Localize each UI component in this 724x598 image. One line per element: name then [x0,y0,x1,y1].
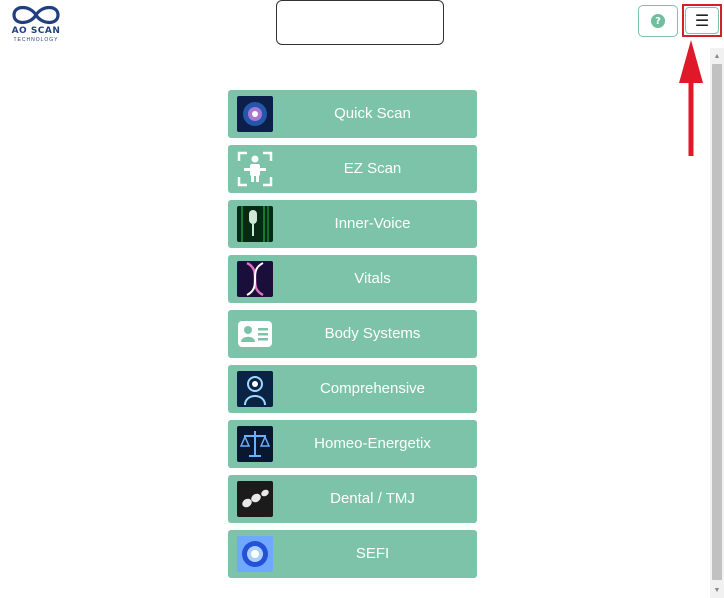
eye-icon [237,536,273,572]
header-center-box [276,0,444,45]
help-icon: ? [651,14,665,28]
ao-scan-logo[interactable]: AO SCAN TECHNOLOGY [6,2,66,44]
comprehensive-button[interactable]: Comprehensive [228,365,477,413]
scan-label: Quick Scan [334,105,411,122]
scan-label: Vitals [354,270,391,287]
scan-label: Inner-Voice [334,215,411,232]
scrollbar-thumb[interactable] [712,64,722,580]
scroll-down-icon[interactable]: ▼ [713,586,721,594]
scan-list: Quick Scan EZ Scan Inn [228,90,477,585]
body-frame-icon [237,151,273,187]
hamburger-menu-icon: ☰ [685,7,719,34]
logo-text: AO SCAN [11,26,61,36]
quick-scan-button[interactable]: Quick Scan [228,90,477,138]
vitals-button[interactable]: Vitals [228,255,477,303]
scroll-up-icon[interactable]: ▲ [713,52,721,60]
brain-scan-icon [237,96,273,132]
scan-label: EZ Scan [343,160,402,177]
scan-label: SEFI [355,545,390,562]
vertical-scrollbar[interactable]: ▲ ▼ [710,48,724,598]
scan-label: Homeo-Energetix [314,435,431,452]
scan-label: Comprehensive [319,380,426,397]
id-card-icon [237,316,273,352]
scan-label: Body Systems [324,325,421,342]
logo-subtext: TECHNOLOGY [13,37,59,43]
infinity-icon [12,5,60,25]
scan-label: Dental / TMJ [330,490,415,507]
sefi-button[interactable]: SEFI [228,530,477,578]
annotation-arrow [679,40,703,156]
help-button[interactable]: ? [638,5,678,37]
dna-icon [237,261,273,297]
teeth-icon [237,481,273,517]
dental-tmj-button[interactable]: Dental / TMJ [228,475,477,523]
homeo-energetix-button[interactable]: Homeo-Energetix [228,420,477,468]
head-glow-icon [237,371,273,407]
ez-scan-button[interactable]: EZ Scan [228,145,477,193]
microphone-icon [237,206,273,242]
inner-voice-button[interactable]: Inner-Voice [228,200,477,248]
body-systems-button[interactable]: Body Systems [228,310,477,358]
scales-icon [237,426,273,462]
menu-button-highlight[interactable]: ☰ [682,4,722,37]
